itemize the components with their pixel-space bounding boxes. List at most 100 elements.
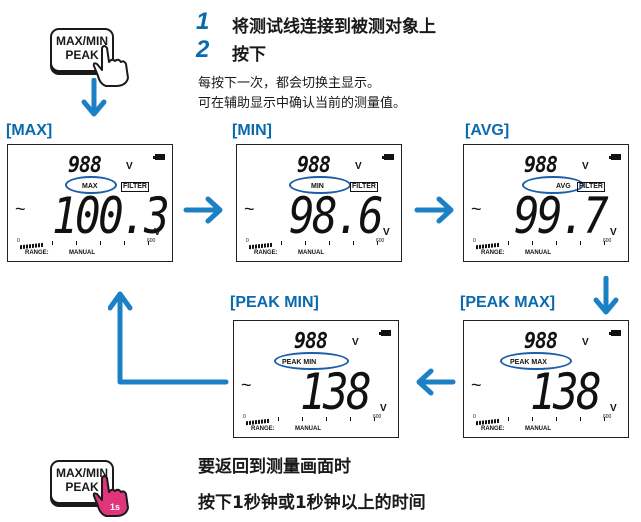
manual-label: MANUAL xyxy=(298,250,324,256)
return-title: 要返回到测量画面时 xyxy=(198,457,351,477)
manual-label: MANUAL xyxy=(525,426,551,432)
hold-duration-badge: 1s xyxy=(110,502,121,512)
highlight-oval xyxy=(65,176,117,194)
max-min-peak-hold-button[interactable]: MAX/MIN PEAK 1s xyxy=(38,452,138,517)
mode-tag: MIN xyxy=(311,183,324,190)
main-display: 99.7 xyxy=(514,187,609,245)
ac-icon: ~ xyxy=(471,199,482,219)
note-line-1: 每按下一次，都会切换主显示。 xyxy=(198,76,381,91)
arrow-down-icon xyxy=(80,78,108,118)
hand-hold-icon xyxy=(92,475,129,517)
lcd-panel-min: 988 V MIN FILTER ~ 98.6 V 0 600 RANGE: M… xyxy=(236,144,402,262)
highlight-oval xyxy=(274,352,349,370)
lcd-panel-peak-max: 988 V PEAK MAX ~ 138 V 0 600 RANGE: MANU… xyxy=(463,320,629,438)
battery-icon xyxy=(379,330,391,336)
button-label-line2: PEAK xyxy=(65,480,99,494)
ac-icon: ~ xyxy=(244,199,255,219)
bargraph-ticks xyxy=(278,417,378,421)
sub-display: 988 xyxy=(68,153,102,178)
ac-icon: ~ xyxy=(15,199,26,219)
bar-start: 0 xyxy=(246,238,249,244)
bar-start: 0 xyxy=(243,414,246,420)
main-display: 100.3 xyxy=(52,187,170,245)
main-unit: V xyxy=(154,227,161,238)
sub-display: 988 xyxy=(524,329,558,354)
arrow-left-icon xyxy=(414,366,456,398)
battery-icon xyxy=(382,154,394,160)
range-label: RANGE: xyxy=(481,250,505,256)
ac-icon: ~ xyxy=(471,375,482,395)
label-peak-min: [PEAK MIN] xyxy=(230,294,319,311)
main-unit: V xyxy=(610,227,617,238)
hand-press-icon xyxy=(92,45,129,87)
main-unit: V xyxy=(380,403,387,414)
arrow-right-icon xyxy=(414,194,456,226)
step-2-text: 按下 xyxy=(232,45,266,65)
return-instruction: 按下1秒钟或1秒钟以上的时间 xyxy=(198,493,426,513)
bargraph-ticks xyxy=(508,417,608,421)
main-display: 138 xyxy=(300,363,372,421)
range-label: RANGE: xyxy=(25,250,49,256)
arrow-return-icon xyxy=(108,288,230,388)
sub-display: 988 xyxy=(297,153,331,178)
arrow-right-icon xyxy=(183,194,225,226)
max-min-peak-button[interactable]: MAX/MIN PEAK xyxy=(38,20,138,87)
label-peak-max: [PEAK MAX] xyxy=(460,294,556,311)
label-max: [MAX] xyxy=(6,122,53,139)
bargraph-ticks xyxy=(508,241,608,245)
filter-indicator: FILTER xyxy=(350,182,378,192)
bar-start: 0 xyxy=(473,238,476,244)
bargraph-ticks xyxy=(52,241,152,245)
manual-label: MANUAL xyxy=(525,250,551,256)
range-label: RANGE: xyxy=(481,426,505,432)
bargraph xyxy=(249,242,273,250)
button-label-line2: PEAK xyxy=(65,48,99,62)
bargraph-ticks xyxy=(281,241,381,245)
manual-label: MANUAL xyxy=(69,250,95,256)
arrow-down-icon xyxy=(591,276,621,316)
step-2-number: 2 xyxy=(196,36,210,63)
highlight-oval xyxy=(522,176,584,194)
range-label: RANGE: xyxy=(254,250,278,256)
label-min: [MIN] xyxy=(232,122,272,139)
step-1-text: 将测试线连接到被测对象上 xyxy=(232,17,436,37)
lcd-panel-peak-min: 988 V PEAK MIN ~ 138 V 0 600 RANGE: MANU… xyxy=(233,320,399,438)
sub-unit: V xyxy=(352,337,359,348)
battery-icon xyxy=(609,330,621,336)
bar-start: 0 xyxy=(17,238,20,244)
highlight-oval xyxy=(500,352,572,370)
lcd-panel-avg: 988 V AVG FILTER ~ 99.7 V 0 600 RANGE: M… xyxy=(463,144,629,262)
main-display: 98.6 xyxy=(289,187,384,245)
battery-icon xyxy=(609,154,621,160)
bargraph xyxy=(20,242,44,250)
main-unit: V xyxy=(610,403,617,414)
ac-icon: ~ xyxy=(241,375,252,395)
filter-indicator: FILTER xyxy=(121,182,149,192)
manual-label: MANUAL xyxy=(295,426,321,432)
main-unit: V xyxy=(383,227,390,238)
lcd-panel-max: 988 V MAX FILTER ~ 100.3 V 0 600 RANGE: … xyxy=(7,144,173,262)
bargraph xyxy=(476,418,500,426)
main-display: 138 xyxy=(530,363,602,421)
bargraph xyxy=(246,418,270,426)
mode-tag: PEAK MAX xyxy=(510,359,547,366)
bargraph xyxy=(476,242,500,250)
filter-indicator: FILTER xyxy=(577,182,605,192)
mode-tag: PEAK MIN xyxy=(282,359,317,366)
sub-display: 988 xyxy=(524,153,558,178)
mode-tag: AVG xyxy=(556,183,571,190)
mode-tag: MAX xyxy=(82,183,98,190)
button-label-line1: MAX/MIN xyxy=(56,34,108,48)
battery-icon xyxy=(153,154,165,160)
sub-unit: V xyxy=(126,161,133,172)
sub-display: 988 xyxy=(294,329,328,354)
step-1-number: 1 xyxy=(196,8,210,35)
button-label-line1: MAX/MIN xyxy=(56,466,108,480)
sub-unit: V xyxy=(582,337,589,348)
bar-start: 0 xyxy=(473,414,476,420)
label-avg: [AVG] xyxy=(465,122,510,139)
range-label: RANGE: xyxy=(251,426,275,432)
sub-unit: V xyxy=(582,161,589,172)
sub-unit: V xyxy=(355,161,362,172)
note-line-2: 可在辅助显示中确认当前的测量值。 xyxy=(198,96,407,111)
